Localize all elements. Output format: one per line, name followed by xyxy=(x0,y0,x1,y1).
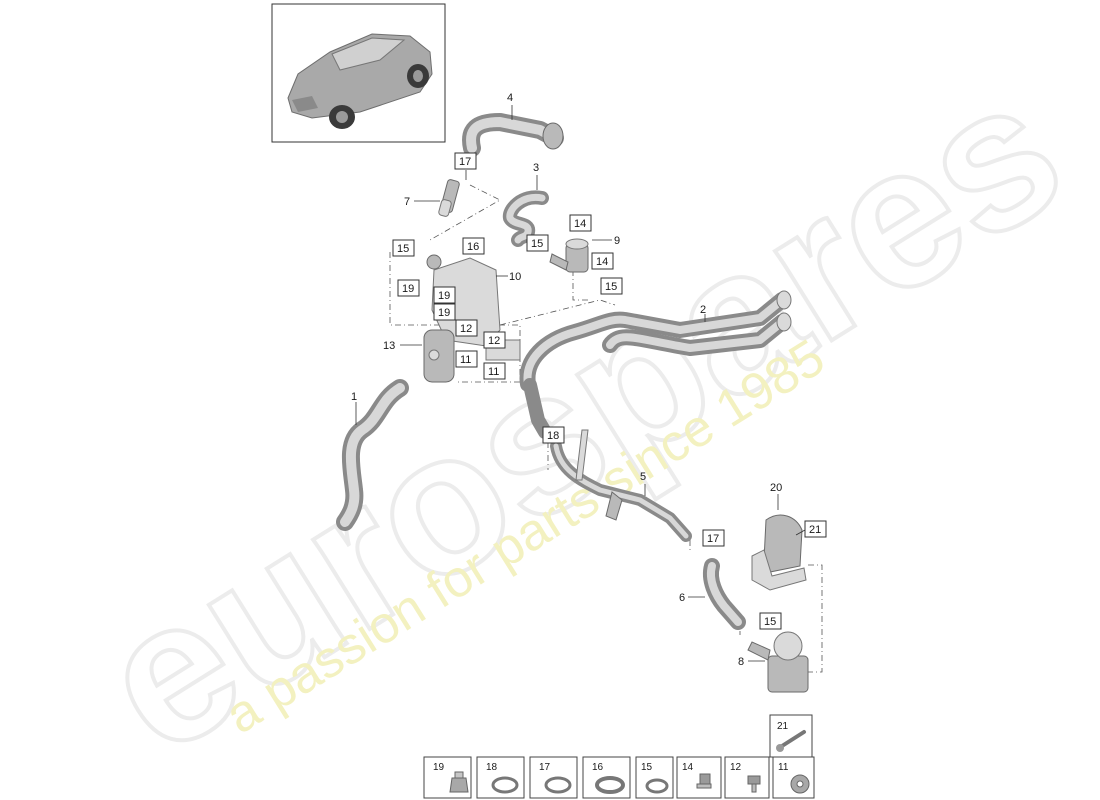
boxed-callout-11: 11 xyxy=(483,362,506,380)
callout-9: 9 xyxy=(614,235,620,247)
svg-text:21: 21 xyxy=(809,524,821,536)
hose-2 xyxy=(519,290,792,439)
small-parts-legend: 21 19 18 17 16 15 xyxy=(423,714,815,799)
cooler-13 xyxy=(423,329,455,383)
hose-1 xyxy=(336,379,409,531)
svg-text:12: 12 xyxy=(460,323,472,335)
leader-lines xyxy=(355,105,806,662)
legend-cell-17: 17 xyxy=(529,756,578,799)
legend-cell-12: 12 xyxy=(724,756,770,799)
svg-text:15: 15 xyxy=(764,616,776,628)
callout-3: 3 xyxy=(533,162,539,174)
boxed-callout-15: 15 xyxy=(759,612,782,630)
svg-text:16: 16 xyxy=(467,241,479,253)
svg-text:11: 11 xyxy=(488,366,499,378)
boxed-callout-15: 15 xyxy=(526,234,549,252)
svg-text:19: 19 xyxy=(438,290,450,302)
legend-cell-18: 18 xyxy=(476,756,525,799)
boxed-callout-19: 19 xyxy=(433,286,456,304)
legend-cell-21: 21 xyxy=(769,714,813,758)
svg-text:15: 15 xyxy=(397,243,409,255)
svg-text:12: 12 xyxy=(730,762,742,773)
hose-3 xyxy=(502,190,549,247)
svg-text:17: 17 xyxy=(459,156,471,168)
boxed-callout-11: 11 xyxy=(455,350,478,368)
svg-text:11: 11 xyxy=(460,354,471,366)
boxed-callout-16: 16 xyxy=(462,237,485,255)
callout-2: 2 xyxy=(700,304,706,316)
callout-5: 5 xyxy=(640,471,646,483)
hose-6 xyxy=(703,558,746,630)
svg-text:14: 14 xyxy=(574,218,586,230)
svg-text:14: 14 xyxy=(596,256,608,268)
callout-1: 1 xyxy=(351,391,357,403)
callout-4: 4 xyxy=(507,92,513,104)
svg-text:14: 14 xyxy=(682,762,694,773)
svg-text:18: 18 xyxy=(486,762,498,773)
callout-8: 8 xyxy=(738,656,744,668)
svg-text:17: 17 xyxy=(707,533,719,545)
svg-text:16: 16 xyxy=(592,762,604,773)
boxed-callout-14: 14 xyxy=(569,214,592,232)
boxed-callout-17: 17 xyxy=(454,152,477,170)
svg-text:18: 18 xyxy=(547,430,559,442)
callout-20: 20 xyxy=(770,482,782,494)
watermark-brand: eurospares xyxy=(65,36,1098,797)
svg-text:17: 17 xyxy=(539,762,551,773)
valve-9 xyxy=(549,238,589,273)
boxed-callouts: 17 16 15 15 14 14 15 19 19 19 12 12 11 1… xyxy=(392,152,827,630)
svg-text:12: 12 xyxy=(488,335,500,347)
callout-6: 6 xyxy=(679,592,685,604)
svg-text:19: 19 xyxy=(433,762,445,773)
connection-lines xyxy=(389,184,823,673)
legend-cell-19: 19 xyxy=(423,756,472,799)
legend-cell-15: 15 xyxy=(635,756,674,799)
callout-13: 13 xyxy=(383,340,395,352)
boxed-callout-21: 21 xyxy=(804,520,827,538)
svg-text:21: 21 xyxy=(777,721,789,732)
svg-text:15: 15 xyxy=(531,238,543,250)
svg-text:15: 15 xyxy=(605,281,617,293)
watermark: eurospares a passion for parts since 198… xyxy=(63,34,1100,799)
svg-text:19: 19 xyxy=(402,283,414,295)
boxed-callout-15: 15 xyxy=(392,239,415,257)
legend-cell-11: 11 xyxy=(772,756,815,799)
boxed-callout-19: 19 xyxy=(433,303,456,321)
hose-5 xyxy=(550,429,692,542)
callouts: 4 3 7 9 10 2 13 1 5 20 6 8 xyxy=(351,92,782,668)
svg-text:19: 19 xyxy=(438,307,450,319)
boxed-callout-18: 18 xyxy=(542,426,565,444)
hose-4 xyxy=(462,113,564,157)
svg-text:11: 11 xyxy=(778,762,789,773)
legend-cell-16: 16 xyxy=(582,756,631,799)
boxed-callout-14: 14 xyxy=(591,252,614,270)
connector-7 xyxy=(438,179,460,217)
boxed-callout-12: 12 xyxy=(483,331,506,349)
callout-7: 7 xyxy=(404,196,410,208)
boxed-callout-17: 17 xyxy=(702,529,725,547)
callout-10: 10 xyxy=(509,271,521,283)
heat-shield-20 xyxy=(751,514,807,591)
pump-8 xyxy=(747,631,809,693)
vehicle-thumbnail xyxy=(271,3,446,143)
boxed-callout-12: 12 xyxy=(455,319,478,337)
boxed-callout-15: 15 xyxy=(600,277,623,295)
legend-cell-14: 14 xyxy=(676,756,722,799)
svg-text:15: 15 xyxy=(641,762,653,773)
boxed-callout-19: 19 xyxy=(397,279,420,297)
